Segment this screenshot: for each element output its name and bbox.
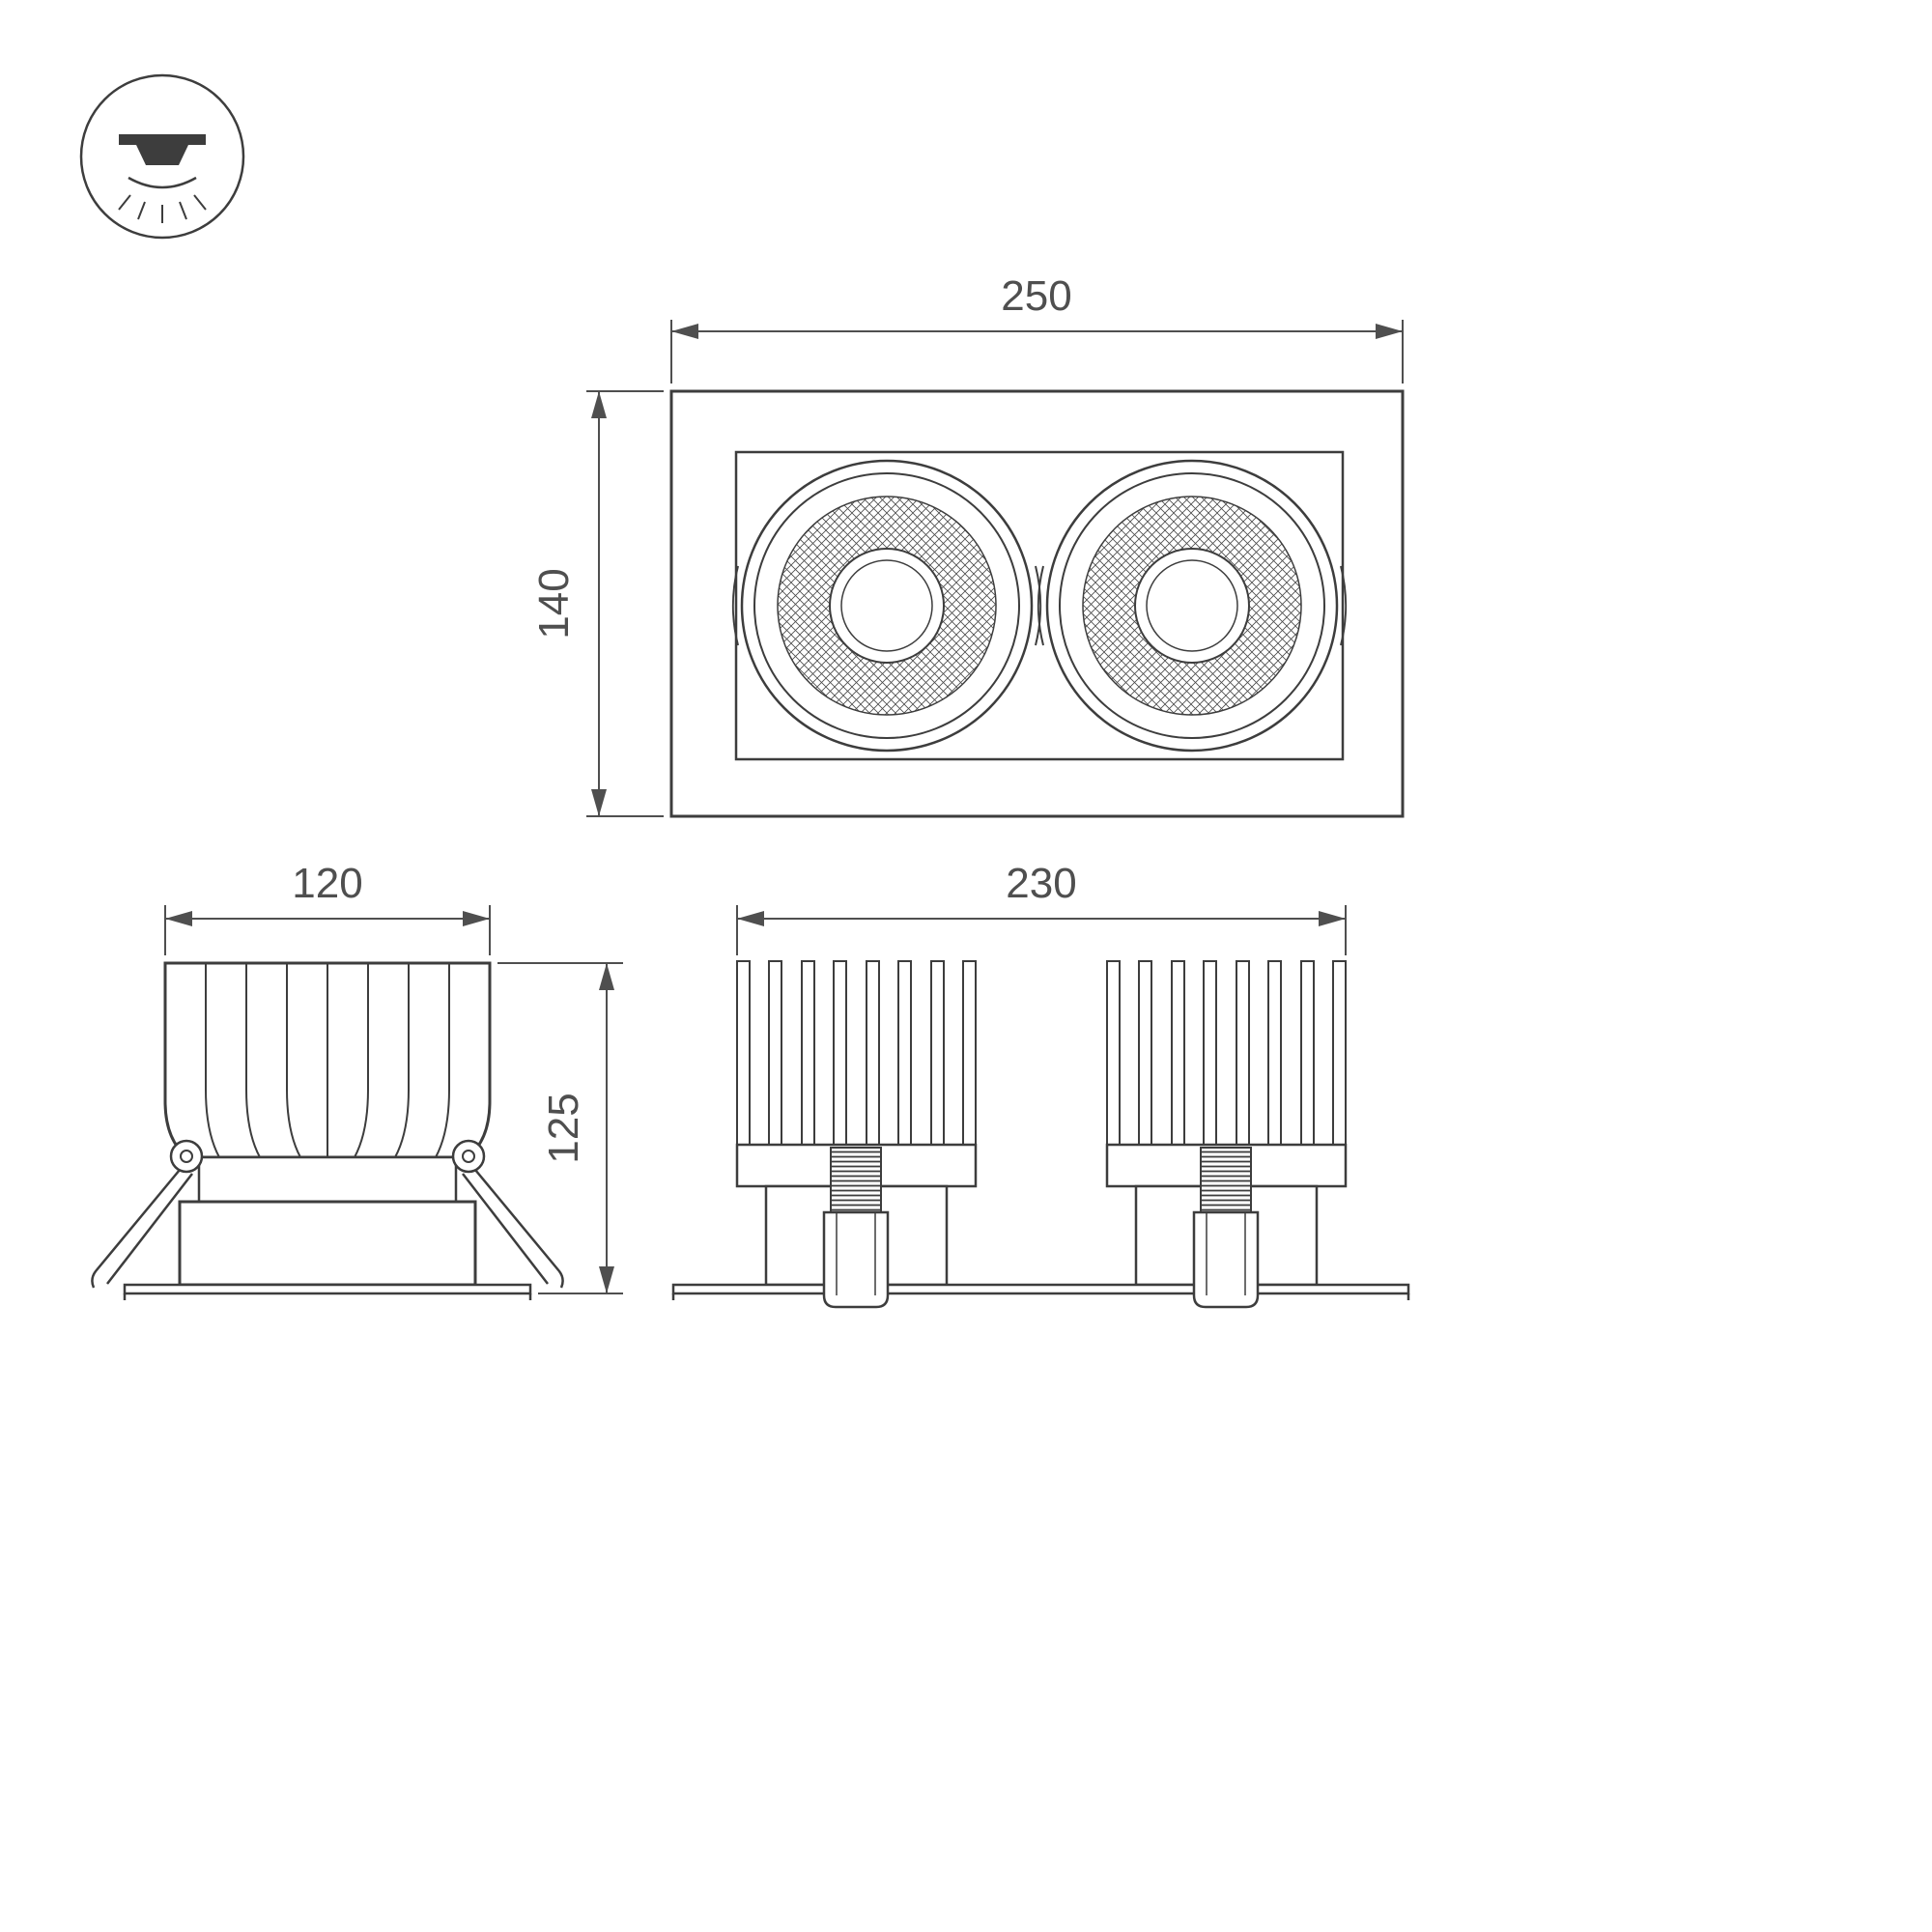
rear-unit-right-fins bbox=[1106, 960, 1347, 1148]
icon-ceiling-bar bbox=[119, 134, 206, 145]
lens-left-led-ring bbox=[829, 548, 945, 664]
side-trim-flange bbox=[123, 1283, 532, 1300]
lens-left-mesh-outer bbox=[777, 496, 997, 716]
dim-label-side-width: 120 bbox=[292, 860, 362, 907]
clip-right-blades bbox=[462, 1169, 564, 1289]
clip-left-blades bbox=[91, 1169, 193, 1289]
recessed-downlight-icon bbox=[79, 73, 245, 240]
lens-right-mesh-outer bbox=[1082, 496, 1302, 716]
icon-lamp-body bbox=[136, 145, 188, 165]
lens-right-reflector-mesh bbox=[1083, 497, 1301, 715]
rear-trim-flange bbox=[671, 1283, 1410, 1300]
rear-strap-left-bracket bbox=[822, 1210, 890, 1309]
clip-right-pivot bbox=[451, 1139, 486, 1174]
mounting-clip-left bbox=[91, 1139, 204, 1289]
dim-label-front-width: 250 bbox=[1001, 272, 1071, 320]
dimension-rear-width: 230 bbox=[736, 860, 1347, 955]
rear-strap-right-bracket-lines bbox=[1206, 1212, 1246, 1295]
lens-right-led-ring bbox=[1134, 548, 1250, 664]
rear-strap-left-bracket-lines bbox=[836, 1212, 876, 1295]
rear-strap-right bbox=[1192, 1147, 1260, 1309]
lens-right-gimbal-arcs bbox=[1037, 565, 1348, 646]
rear-strap-right-ribs bbox=[1200, 1147, 1252, 1213]
front-view: 250 140 bbox=[530, 272, 1405, 818]
dimension-front-height: 140 bbox=[530, 390, 664, 817]
lens-left-gimbal-arcs bbox=[731, 565, 1042, 646]
rear-flange-end-lips bbox=[671, 1293, 1410, 1300]
lens-right-led-core bbox=[1146, 559, 1238, 652]
dimension-side-height: 125 bbox=[497, 962, 623, 1294]
lens-left-ring bbox=[753, 472, 1020, 739]
lens-left-reflector-mesh bbox=[778, 497, 996, 715]
side-view: 120 125 bbox=[91, 860, 623, 1300]
rear-strap-left-ribs bbox=[830, 1147, 882, 1213]
lens-left-led-core bbox=[840, 559, 933, 652]
side-body-upper bbox=[197, 1155, 458, 1204]
clip-right-pivot-pin bbox=[462, 1150, 475, 1163]
dim-label-front-height: 140 bbox=[530, 568, 578, 639]
clip-left-pivot bbox=[169, 1139, 204, 1174]
rear-strap-left bbox=[822, 1147, 890, 1309]
dim-label-side-height: 125 bbox=[540, 1093, 587, 1163]
flange-end-lips bbox=[123, 1293, 532, 1300]
rear-flange-plate bbox=[671, 1283, 1410, 1295]
dimension-side-width: 120 bbox=[164, 860, 491, 955]
icon-light-arc bbox=[128, 176, 197, 189]
lens-right bbox=[1037, 459, 1348, 753]
dimension-front-width: 250 bbox=[670, 272, 1404, 384]
lens-left bbox=[731, 459, 1042, 753]
side-body-housing bbox=[178, 1200, 477, 1287]
rear-unit-left-fins bbox=[736, 960, 977, 1148]
lens-right-ring bbox=[1059, 472, 1325, 739]
clip-left-pivot-pin bbox=[180, 1150, 193, 1163]
flange-plate bbox=[123, 1283, 532, 1295]
rear-strap-right-bracket bbox=[1192, 1210, 1260, 1309]
icon-light-rays bbox=[118, 194, 207, 223]
rear-view: 230 bbox=[671, 860, 1410, 1309]
mounting-clip-right bbox=[451, 1139, 564, 1289]
side-heatsink bbox=[163, 961, 492, 1159]
heatsink-fins bbox=[205, 963, 450, 1158]
dim-label-rear-width: 230 bbox=[1006, 860, 1076, 907]
